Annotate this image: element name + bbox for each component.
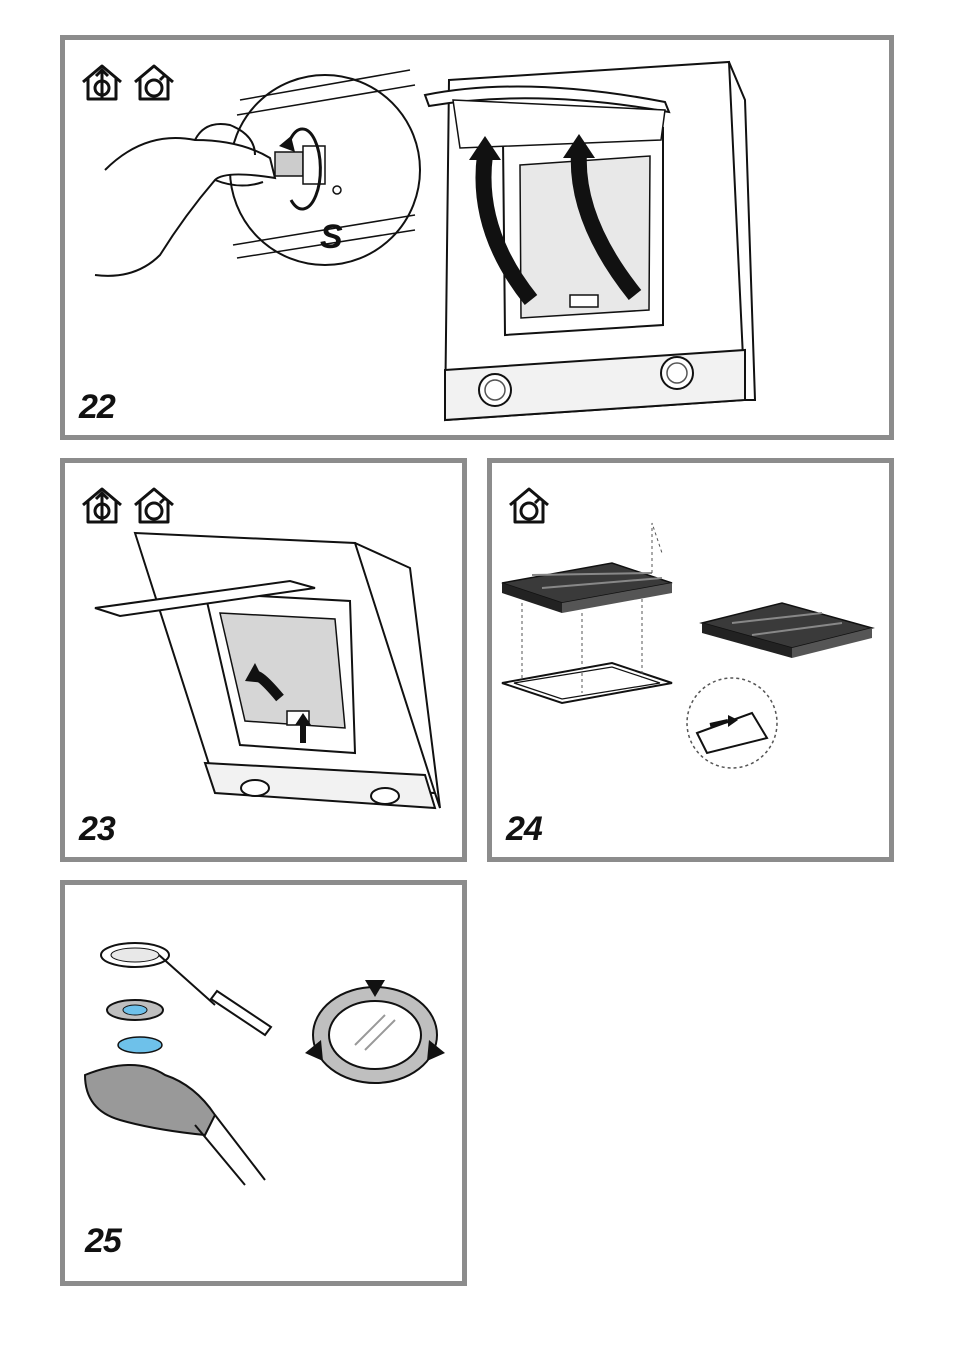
recirculation-mode-icon <box>506 485 552 525</box>
figure-25-illustration <box>65 885 462 1281</box>
mode-icons <box>506 485 552 525</box>
screw-callout-label: S <box>320 218 343 257</box>
recirculation-mode-icon <box>131 62 177 102</box>
figure-24-panel: 24 <box>487 458 894 862</box>
figure-23-panel: 23 <box>60 458 467 862</box>
figure-number: 25 <box>85 1222 121 1261</box>
lamp-left <box>479 374 511 406</box>
figure-25-panel: 25 <box>60 880 467 1286</box>
figure-number: 24 <box>506 810 542 849</box>
lamp-cover-blue <box>118 1037 162 1053</box>
figure-22-panel: S 22 <box>60 35 894 440</box>
figure-number: 22 <box>79 388 115 427</box>
ducted-mode-icon <box>79 62 125 102</box>
mode-icons <box>79 485 177 525</box>
figure-number: 23 <box>79 810 115 849</box>
lamp-right <box>661 357 693 389</box>
mode-icons <box>79 62 177 102</box>
figure-22-illustration <box>65 40 889 435</box>
recirculation-mode-icon <box>131 485 177 525</box>
ducted-mode-icon <box>79 485 125 525</box>
